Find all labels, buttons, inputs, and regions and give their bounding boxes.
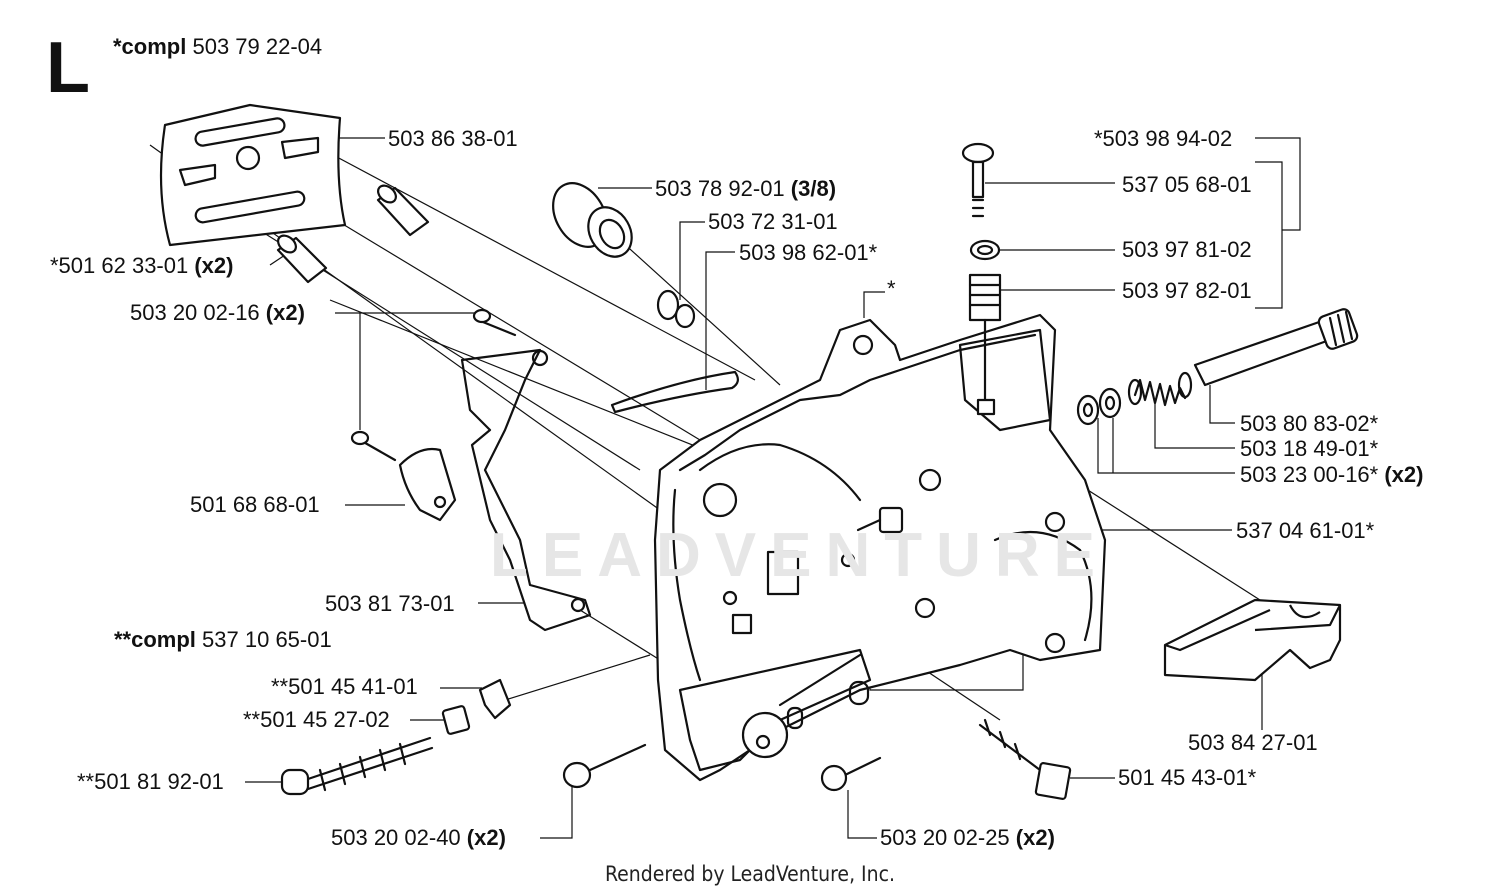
watermark: LEADVENTURE — [490, 521, 1110, 590]
bottom-bolts — [562, 718, 1072, 800]
shaft — [1193, 308, 1359, 387]
guide-plate — [159, 103, 347, 247]
label-503-86-38-01[interactable]: 503 86 38-01 — [388, 126, 518, 151]
label-star[interactable]: * — [887, 276, 896, 301]
pins — [276, 184, 430, 284]
label-501-81-92-01[interactable]: **501 81 92-01 — [77, 769, 224, 794]
label-503-20-02-16[interactable]: 503 20 02-16 (x2) — [130, 300, 305, 325]
label-501-45-27-02[interactable]: **501 45 27-02 — [243, 707, 390, 732]
label-503-97-82-01[interactable]: 503 97 82-01 — [1122, 278, 1252, 303]
label-537-05-68-01[interactable]: 537 05 68-01 — [1122, 172, 1252, 197]
label-compl-secondary[interactable]: **compl 537 10 65-01 — [114, 627, 332, 652]
label-503-98-62-01[interactable]: 503 98 62-01* — [739, 240, 878, 265]
label-501-62-33-01[interactable]: *501 62 33-01 (x2) — [50, 253, 234, 278]
footer-credit: Rendered by LeadVenture, Inc. — [605, 862, 895, 886]
tensioner-screw — [856, 506, 904, 534]
label-compl-main[interactable]: *compl 503 79 22-04 — [113, 34, 323, 59]
block — [1163, 598, 1342, 682]
washers — [1076, 387, 1122, 426]
spring — [1127, 371, 1193, 407]
label-501-45-43-01[interactable]: 501 45 43-01* — [1118, 765, 1257, 790]
adjuster-stack — [961, 142, 1002, 416]
label-503-20-02-25[interactable]: 503 20 02-25 (x2) — [880, 825, 1055, 850]
label-503-81-73-01[interactable]: 503 81 73-01 — [325, 591, 455, 616]
bracket — [398, 447, 457, 522]
label-503-80-83-02[interactable]: 503 80 83-02* — [1240, 411, 1379, 436]
section-letter: L — [46, 28, 90, 108]
label-501-68-68-01[interactable]: 501 68 68-01 — [190, 492, 320, 517]
label-503-98-94-02[interactable]: *503 98 94-02 — [1094, 126, 1233, 151]
cover-plate — [460, 348, 592, 632]
label-503-20-02-40[interactable]: 503 20 02-40 (x2) — [331, 825, 506, 850]
label-503-18-49-01[interactable]: 503 18 49-01* — [1240, 436, 1379, 461]
oil-plug — [552, 182, 633, 258]
label-503-72-31-01[interactable]: 503 72 31-01 — [708, 209, 838, 234]
oil-tube — [610, 370, 739, 414]
label-503-97-81-02[interactable]: 503 97 81-02 — [1122, 237, 1252, 262]
label-503-78-92-01[interactable]: 503 78 92-01 (3/8) — [655, 176, 837, 201]
tensioner-parts — [280, 678, 512, 796]
clutch-cover — [653, 313, 1107, 782]
label-501-45-41-01[interactable]: **501 45 41-01 — [271, 674, 418, 699]
bolts-16 — [350, 308, 517, 462]
label-503-84-27-01[interactable]: 503 84 27-01 — [1188, 730, 1318, 755]
label-503-23-00-16[interactable]: 503 23 00-16* (x2) — [1240, 462, 1424, 487]
label-537-04-61-01[interactable]: 537 04 61-01* — [1236, 518, 1375, 543]
bushing — [656, 289, 696, 329]
